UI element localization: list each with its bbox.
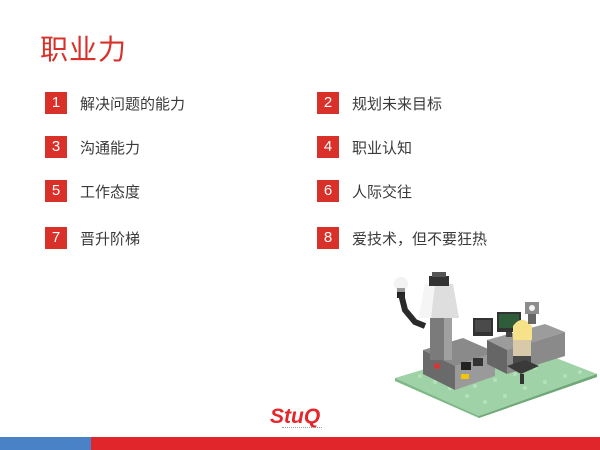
item-label: 解决问题的能力 — [80, 94, 186, 113]
item-label: 规划未来目标 — [352, 94, 443, 113]
list-item-7: 7 晋升阶梯 — [45, 227, 140, 249]
list-item-5: 5 工作态度 — [45, 180, 140, 202]
item-label: 晋升阶梯 — [80, 229, 141, 248]
item-number-badge: 4 — [317, 136, 339, 158]
lego-lab-illustration — [394, 272, 597, 418]
list-item-1: 1 解决问题的能力 — [45, 92, 185, 114]
item-number-badge: 6 — [317, 180, 339, 202]
slide-title: 职业力 — [40, 33, 128, 66]
item-label: 职业认知 — [352, 138, 413, 157]
list-item-8: 8 爱技术，但不要狂热 — [317, 227, 487, 249]
item-number-badge: 3 — [45, 136, 67, 158]
item-number-badge: 1 — [45, 92, 67, 114]
list-item-4: 4 职业认知 — [317, 136, 412, 158]
item-label: 爱技术，但不要狂热 — [352, 229, 488, 248]
list-item-3: 3 沟通能力 — [45, 136, 140, 158]
item-number-badge: 5 — [45, 180, 67, 202]
item-number-badge: 2 — [317, 92, 339, 114]
logo-text: StuQ — [270, 405, 321, 428]
footer-bar-blue — [0, 437, 91, 450]
list-item-6: 6 人际交往 — [317, 180, 412, 202]
item-number-badge: 8 — [317, 227, 339, 249]
footer-bar-red — [91, 437, 600, 450]
item-label: 沟通能力 — [80, 138, 141, 157]
stuq-logo: StuQ — [270, 406, 340, 432]
list-item-2: 2 规划未来目标 — [317, 92, 442, 114]
item-label: 工作态度 — [80, 182, 141, 201]
item-label: 人际交往 — [352, 182, 413, 201]
logo-subtext-mark — [282, 427, 322, 431]
item-number-badge: 7 — [45, 227, 67, 249]
